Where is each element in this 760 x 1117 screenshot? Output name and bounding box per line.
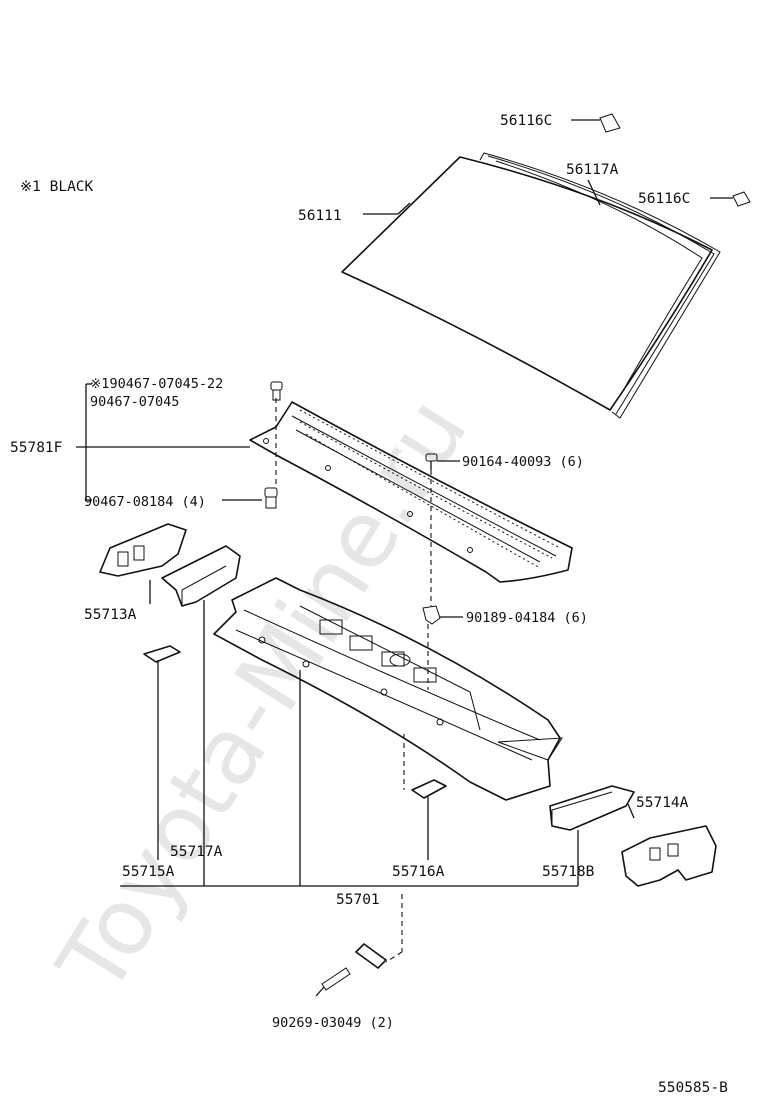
panel-55714a (621, 825, 717, 887)
cowl-louver (249, 401, 573, 583)
label-90467-08184: 90467-08184 (4) (84, 494, 206, 510)
clip-90189-04184 (422, 605, 441, 625)
label-55717a: 55717A (170, 844, 223, 860)
label-90189-04184: 90189-04184 (6) (466, 610, 588, 626)
label-56116c-right: 56116C (638, 191, 690, 207)
label-90467-07045: 90467-07045 (90, 394, 179, 410)
label-56116c-top: 56116C (500, 113, 552, 129)
label-90467-07045-22: ※190467-07045-22 (90, 376, 223, 392)
label-55715a: 55715A (122, 864, 175, 880)
note-black: ※1 BLACK (20, 179, 94, 195)
label-55701: 55701 (336, 892, 380, 908)
windshield-glass (341, 152, 721, 419)
bracket-55718b (549, 785, 635, 831)
bolt-90269-03049 (315, 967, 351, 997)
clip-90164-40093 (425, 453, 438, 470)
bracket-55713a (99, 523, 187, 577)
bracket-55717a (161, 545, 241, 607)
bracket-55715a (143, 645, 181, 663)
clip-90467-08184 (264, 487, 278, 509)
label-56117a: 56117A (566, 162, 619, 178)
cowl-panel (213, 577, 563, 801)
grommet-90467-07045 (270, 381, 283, 401)
label-90164-40093: 90164-40093 (6) (462, 454, 584, 470)
label-55713a: 55713A (84, 607, 137, 623)
label-55718b: 55718B (542, 864, 595, 880)
label-55714a: 55714A (636, 795, 689, 811)
louver-slots (299, 409, 561, 569)
clip-56116c-right (710, 191, 751, 207)
bracket-lower (355, 943, 387, 969)
leader-lines (76, 179, 635, 963)
clip-56116c-top (571, 113, 621, 133)
bracket-55716a (411, 779, 447, 799)
figure-code: 550585-B (658, 1080, 728, 1096)
label-55781f: 55781F (10, 440, 62, 456)
label-90269-03049: 90269-03049 (2) (272, 1015, 394, 1031)
label-56111: 56111 (298, 208, 342, 224)
label-55716a: 55716A (392, 864, 445, 880)
